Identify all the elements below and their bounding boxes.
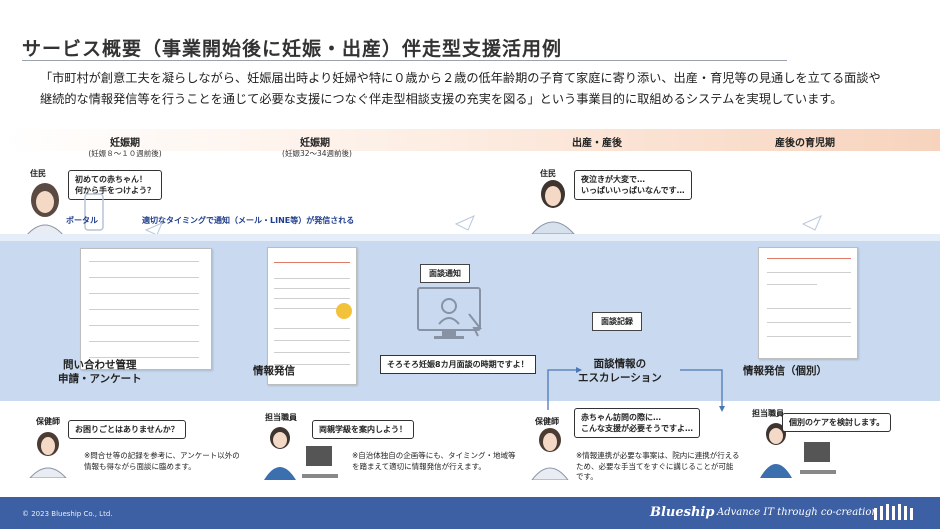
meeting-record-tag: 面談記録 [592,312,642,331]
resident-label-2: 住民 [540,169,556,178]
info-flyer-document [267,247,357,385]
paper-plane-icon [145,222,163,236]
notification-text: 適切なタイミングで通知（メール・LINE等）が発信される [142,216,355,225]
staff-label-2: 担当職員 [265,413,297,422]
phase-label-2: 妊娠期 [300,138,330,149]
staff-label-3: 保健師 [535,417,559,426]
inquiry-form-document [80,248,212,370]
meeting-timing-callout: そろそろ妊娠8カ月面談の時期ですよ！ [380,355,536,374]
escalation-arrow [547,367,725,412]
staff-bubble-3: 赤ちゃん訪問の際に… こんな支援が必要そうですよ… [574,408,700,438]
staff-pc-icon [264,427,338,480]
brand-logo-icon [874,504,913,520]
staff-note-2: ※自治体独自の企画等にも、タイミング・地域等を踏まえて適切に情報発信が行えます。 [352,451,516,471]
meeting-notice-tag: 面談通知 [420,264,470,283]
nurse-icon [29,432,67,478]
brand-tagline: Advance IT through co-creation [717,507,878,518]
resident-bubble-1: 初めての赤ちゃん！ 何から手をつけよう？ [68,170,162,200]
lead-paragraph: 「市町村が創意工夫を凝らしながら、妊娠届出時より妊婦や特に０歳から２歳の低年齢期… [40,71,881,106]
phase-sub-1: (妊娠８～１０週前後) [88,149,162,158]
paper-plane-icon [455,215,475,231]
page-title: サービス概要（事業開始後に妊娠・出産）伴走型支援活用例 [22,38,563,60]
staff-bubble-2: 両親学級を案内しよう！ [312,420,414,439]
staff-pc-icon [760,423,836,478]
stage-individual-info: 情報発信（個別） [743,365,827,377]
stage-inquiry-management: 問い合わせ管理 申請・アンケート [58,359,142,385]
phase-sub-2: (妊娠32～34週前後) [282,149,352,158]
smartphone-icon [84,193,104,231]
stage-info-dissemination: 情報発信 [253,365,295,377]
resident-bubble-2: 夜泣きが大変で… いっぱいいっぱいなんです… [574,170,692,200]
stage-escalation: 面談情報の エスカレーション [578,358,662,384]
brand-name: Blueship [650,505,715,520]
nurse-pointing-icon [531,428,569,480]
copyright-text: © 2023 Blueship Co., Ltd. [22,510,113,518]
portal-label: ポータル [66,216,98,225]
staff-note-3: ※情報連携が必要な事案は、院内に連携が行えるため、必要な手当てをすぐに講じること… [576,451,740,481]
individual-info-document [758,247,858,359]
resident-tired-icon [531,180,575,234]
phase-label-3: 出産・産後 [572,138,622,149]
resident-woman-icon [25,183,65,236]
phase-band [0,129,940,151]
band-edge [0,234,940,242]
phase-label-1: 妊娠期 [110,138,140,149]
title-divider [22,60,787,61]
paper-plane-icon [802,215,822,231]
staff-note-1: ※問合せ等の記録を参考に、アンケート以外の情報も得ながら面談に臨めます。 [84,451,240,471]
resident-label-1: 住民 [30,169,46,178]
phase-label-4: 産後の育児期 [775,138,835,149]
monitor-user-icon [417,287,483,339]
footer-bar [0,497,940,529]
staff-label-4: 担当職員 [752,409,784,418]
staff-label-1: 保健師 [36,417,60,426]
staff-bubble-1: お困りごとはありませんか？ [68,420,186,439]
staff-bubble-4: 個別のケアを検討します。 [782,413,892,432]
